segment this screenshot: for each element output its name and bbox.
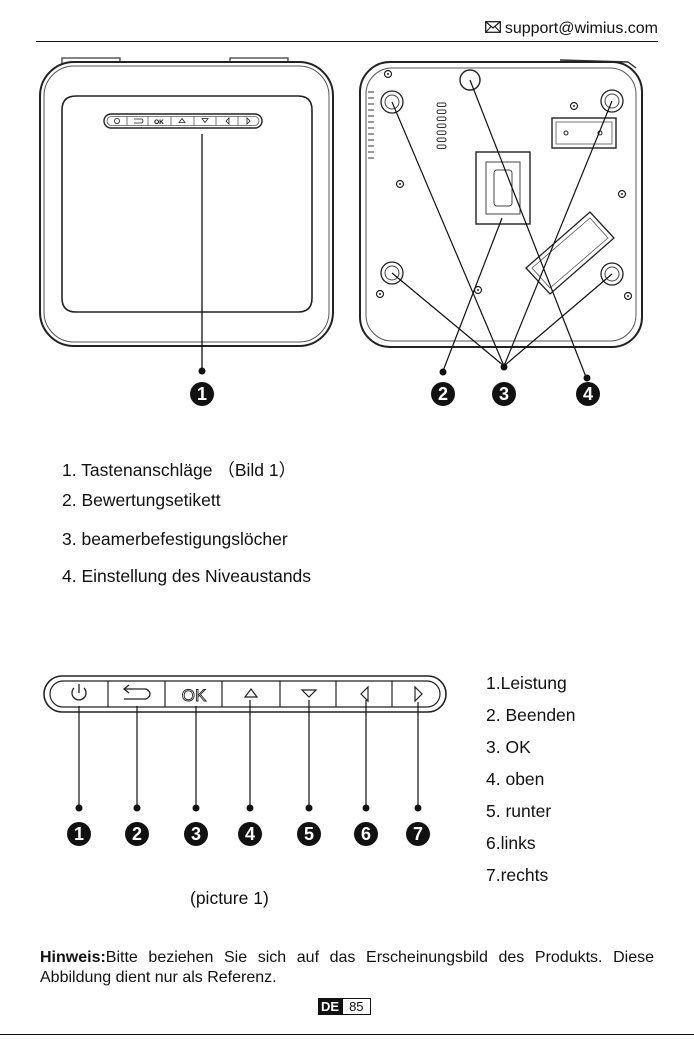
button-label-item: 2. Beenden [486, 705, 576, 725]
header-divider [36, 41, 658, 42]
button-callout-7: 7 [406, 822, 430, 846]
parts-list-item: 3. beamerbefestigungslöcher [62, 529, 288, 549]
note-text: Bitte beziehen Sie sich auf das Erschein… [40, 949, 654, 986]
left-icon [360, 685, 369, 703]
button-callout-4: 4 [238, 822, 262, 846]
ok-label: OK [182, 686, 207, 705]
button-label-item: 7.rechts [486, 865, 549, 885]
page-number: 85 [342, 998, 371, 1015]
figure-caption: (picture 1) [190, 888, 269, 908]
return-icon [122, 684, 151, 700]
page-footer: DE 85 [318, 998, 371, 1015]
button-label-item: 1.Leistung [486, 673, 567, 693]
button-callout-5: 5 [297, 822, 321, 846]
button-panel-diagram: OK [43, 675, 447, 812]
front-button-strip: OK [114, 116, 251, 126]
power-icon [71, 684, 87, 701]
parts-list-item: 2. Bewertungsetikett [62, 490, 221, 510]
button-callout-3: 3 [184, 822, 208, 846]
language-tag: DE [318, 998, 343, 1015]
support-email: support@wimius.com [484, 20, 658, 38]
bottom-divider [0, 1034, 694, 1035]
button-label-item: 6.links [486, 833, 536, 853]
down-icon [300, 689, 318, 698]
parts-list-item: 1. Tastenanschläge （Bild 1） [62, 460, 297, 480]
button-label-item: 5. runter [486, 801, 552, 821]
button-callout-1: 1 [67, 822, 91, 846]
projector-front-view: OK [39, 57, 334, 375]
right-icon [414, 685, 423, 703]
svg-text:OK: OK [154, 119, 164, 126]
callout-4: 4 [576, 382, 600, 406]
callout-1: 1 [190, 382, 214, 406]
button-callout-6: 6 [354, 822, 378, 846]
projector-bottom-view [359, 59, 643, 382]
button-label-item: 3. OK [486, 737, 531, 757]
callout-3: 3 [492, 382, 516, 406]
note-paragraph: Hinweis:Bitte beziehen Sie sich auf das … [40, 948, 654, 988]
up-icon [243, 688, 259, 698]
note-label: Hinweis: [40, 949, 106, 966]
parts-list-item: 4. Einstellung des Niveaustands [62, 566, 312, 586]
button-label-item: 4. oben [486, 769, 545, 789]
callout-2: 2 [431, 382, 455, 406]
projector-diagram: OK [39, 57, 643, 382]
button-callout-2: 2 [125, 822, 149, 846]
envelope-icon [484, 20, 501, 38]
email-text: support@wimius.com [504, 20, 658, 37]
